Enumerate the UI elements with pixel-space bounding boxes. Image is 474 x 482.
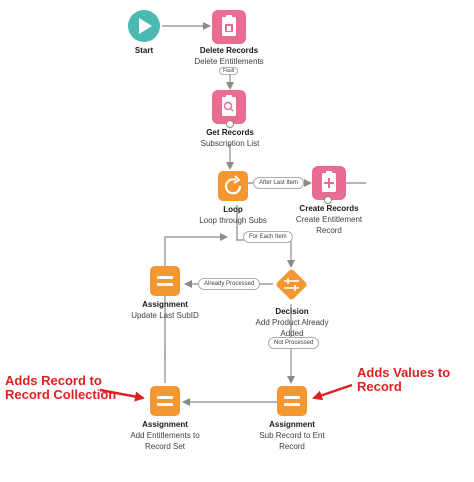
assignment-add-title: Assignment [142, 420, 188, 429]
loop-subtitle: Loop through Subs [199, 216, 267, 225]
delete-records-node[interactable] [212, 10, 246, 44]
assignment-update-node[interactable] [150, 266, 180, 296]
annotation-right: Adds Values to Record [357, 366, 450, 394]
annotation-right-line2: Record [357, 379, 402, 394]
assignment-add-node[interactable] [150, 386, 180, 416]
equals-icon [157, 396, 173, 406]
delete-records-label: Delete Records Delete Entitlements [180, 45, 278, 67]
assignment-add-subtitle-1: Add Entitlements to [130, 431, 200, 440]
create-records-subtitle-2: Record [316, 226, 342, 235]
annotation-left-line2: Record Collection [5, 387, 117, 402]
decision-subtitle-2: Added [280, 329, 304, 338]
create-records-subtitle-1: Create Entitlement [295, 215, 363, 224]
assignment-sub-title: Assignment [269, 420, 315, 429]
decision-node[interactable] [275, 268, 308, 301]
for-each-item-label[interactable]: For Each Item [243, 231, 293, 243]
start-title: Start [134, 46, 154, 55]
assignment-add-label: Assignment Add Entitlements to Record Se… [115, 419, 215, 452]
create-records-node[interactable] [312, 166, 346, 204]
get-records-label: Get Records Subscription List [180, 127, 280, 149]
create-records-title: Create Records [299, 204, 359, 213]
assignment-add-subtitle-2: Record Set [144, 442, 186, 451]
annotation-left-line1: Adds Record to [5, 373, 102, 388]
play-icon [139, 18, 152, 34]
decision-label: Decision Add Product Already Added [242, 306, 342, 339]
assignment-update-title: Assignment [142, 300, 188, 309]
equals-icon [284, 396, 300, 406]
create-records-label: Create Records Create Entitlement Record [279, 203, 379, 236]
clipboard-add-icon [322, 171, 336, 192]
loop-title: Loop [223, 205, 243, 214]
get-records-subtitle: Subscription List [200, 139, 260, 148]
annotation-right-line1: Adds Values to [357, 365, 451, 380]
connector-add-back-to-loop[interactable] [164, 233, 228, 383]
decision-title: Decision [275, 307, 309, 316]
get-records-title: Get Records [206, 128, 254, 137]
fault-connector-label[interactable]: Fault [219, 67, 239, 75]
equals-icon [157, 276, 173, 286]
get-records-node[interactable] [212, 90, 246, 128]
clipboard-search-icon [222, 95, 236, 116]
annotation-arrow-left [99, 388, 145, 402]
already-processed-label[interactable]: Already Processed [198, 278, 261, 290]
start-label: Start [124, 45, 164, 56]
clipboard-delete-icon [222, 15, 236, 36]
delete-records-subtitle: Delete Entitlements [194, 57, 264, 66]
not-processed-label[interactable]: Not Processed [268, 337, 320, 349]
start-node[interactable] [128, 10, 160, 42]
assignment-update-label: Assignment Update Last SubID [115, 299, 215, 321]
delete-records-title: Delete Records [199, 46, 259, 55]
loop-node[interactable] [218, 171, 248, 201]
assignment-sub-subtitle-2: Record [279, 442, 305, 451]
after-last-item-label[interactable]: After Last Item [253, 177, 305, 189]
loop-icon [224, 175, 242, 195]
annotation-arrow-right [312, 383, 353, 401]
assignment-sub-subtitle-1: Sub Record to Ent [259, 431, 325, 440]
decision-icon [284, 278, 299, 291]
assignment-sub-label: Assignment Sub Record to Ent Record [242, 419, 342, 452]
decision-subtitle-1: Add Product Already [255, 318, 329, 327]
loop-label: Loop Loop through Subs [183, 204, 283, 226]
assignment-update-subtitle: Update Last SubID [131, 311, 199, 320]
annotation-left: Adds Record to Record Collection [5, 374, 116, 402]
assignment-sub-node[interactable] [277, 386, 307, 416]
annotation-arrows [99, 383, 353, 402]
